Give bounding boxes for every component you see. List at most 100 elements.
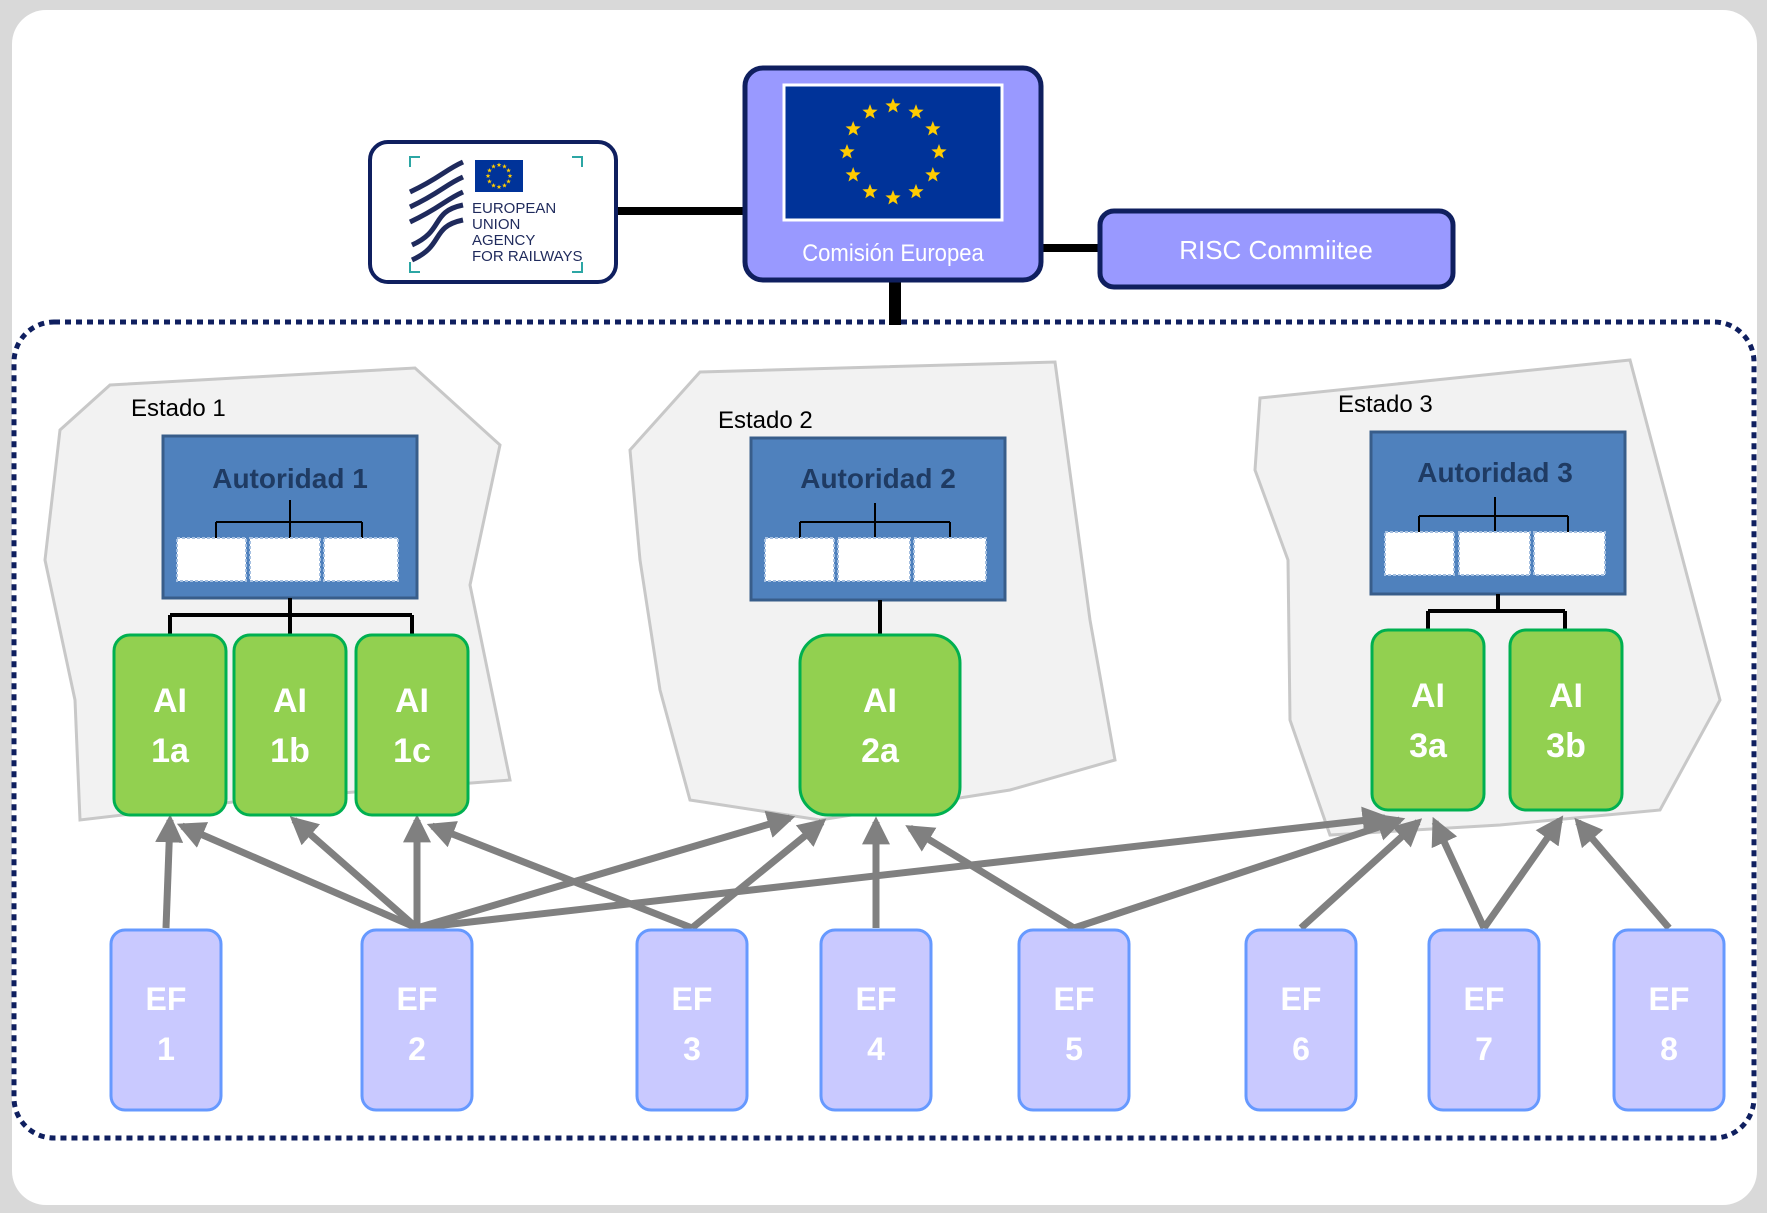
- ef-6: EF 6: [1244, 928, 1358, 1112]
- eu-star-icon: [845, 121, 861, 136]
- authority-1-label: Autoridad 1: [212, 463, 368, 494]
- ai-1c: AI 1c: [354, 633, 470, 817]
- ai-1a-line-1: AI: [153, 682, 187, 720]
- ef-8-line-1: EF: [1649, 981, 1690, 1017]
- eu-flag-stars: [839, 98, 947, 205]
- ef-6-line-1: EF: [1281, 981, 1322, 1017]
- eu-star-icon: [496, 162, 502, 168]
- eu-star-icon: [496, 184, 502, 190]
- eu-star-icon: [925, 121, 941, 136]
- ai-2a: AI 2a: [798, 633, 962, 817]
- ef-4-line-2: 4: [867, 1031, 885, 1067]
- arrow-ef7-to-ai3b: [1481, 815, 1564, 931]
- arrow-ef7-to-ai3a: [1431, 816, 1488, 930]
- eu-star-icon: [862, 104, 878, 119]
- arrow-ef8-to-ai3b: [1574, 817, 1672, 931]
- arrows: [155, 806, 1672, 932]
- era-text-line-1: EUROPEAN: [472, 200, 556, 217]
- ai-2a-line-2: 2a: [861, 732, 900, 770]
- eu-star-icon: [507, 173, 513, 179]
- risc-committee-node: RISC Commiitee: [1097, 208, 1456, 290]
- ef-3-line-2: 3: [683, 1031, 701, 1067]
- authority-3-label: Autoridad 3: [1417, 457, 1573, 488]
- eu-star-icon: [491, 183, 496, 188]
- ef-4: EF 4: [819, 928, 933, 1112]
- arrow-ef6-to-ai3a: [1298, 818, 1423, 931]
- ai-1b-line-1: AI: [273, 682, 307, 720]
- arrow-ef1-to-ai1a: [155, 814, 184, 929]
- ai-3a-line-2: 3a: [1409, 727, 1448, 765]
- ef-7-line-2: 7: [1475, 1031, 1493, 1067]
- ai-1a: AI 1a: [112, 633, 228, 817]
- ai-2a-line-1: AI: [863, 682, 897, 720]
- member-states-boundary: [11, 319, 1757, 1141]
- authority-2-label: Autoridad 2: [800, 463, 956, 494]
- era-flag-stars: [485, 162, 513, 190]
- ai-1b-line-2: 1b: [270, 732, 310, 770]
- state-2-label: Estado 2: [718, 407, 813, 434]
- eu-star-icon: [487, 168, 492, 173]
- eu-star-icon: [485, 173, 491, 179]
- ai-3a: AI 3a: [1370, 628, 1486, 812]
- ef-2: EF 2: [360, 928, 474, 1112]
- era-text-line-3: AGENCY: [472, 232, 535, 249]
- eu-star-icon: [862, 183, 878, 199]
- commission-label: Comisión Europea: [802, 239, 984, 266]
- authority-2: Autoridad 2: [749, 436, 1007, 602]
- eu-star-icon: [908, 104, 924, 119]
- top-connectors: [615, 207, 1100, 325]
- arrow-ef2-to-ai3a: [416, 806, 1391, 932]
- ef-5-line-2: 5: [1065, 1031, 1083, 1067]
- eu-star-icon: [491, 163, 496, 169]
- eu-star-icon: [925, 167, 941, 182]
- ef-6-line-2: 6: [1292, 1031, 1310, 1067]
- eu-star-icon: [885, 190, 901, 205]
- eu-star-icon: [908, 183, 924, 199]
- arrow-ef3-to-ai2a: [689, 818, 827, 931]
- ef-7-line-1: EF: [1464, 981, 1505, 1017]
- ef-3: EF 3: [635, 928, 749, 1112]
- ef-3-line-1: EF: [672, 981, 713, 1017]
- eu-agency-logo-box: EUROPEAN UNION AGENCY FOR RAILWAYS: [368, 140, 618, 284]
- ai-3b-line-1: AI: [1549, 677, 1583, 715]
- ef-7: EF 7: [1427, 928, 1541, 1112]
- state-1-label: Estado 1: [131, 395, 226, 422]
- eu-star-icon: [487, 179, 492, 184]
- ai-3a-line-1: AI: [1411, 677, 1445, 715]
- authority-3-org-chart: [1418, 497, 1569, 535]
- eu-star-icon: [502, 183, 507, 188]
- ef-4-line-1: EF: [856, 981, 897, 1017]
- state-3-label: Estado 3: [1338, 391, 1433, 418]
- eu-star-icon: [502, 163, 507, 169]
- eu-star-icon: [931, 144, 947, 159]
- ai-1a-line-2: 1a: [151, 732, 190, 770]
- authority-1: Autoridad 1: [161, 434, 419, 600]
- era-logo-frame: [409, 156, 583, 273]
- eu-star-icon: [885, 98, 901, 113]
- arrow-ef2-to-ai2a: [416, 810, 796, 932]
- era-text-line-2: UNION: [472, 216, 520, 233]
- authority-3: Autoridad 3: [1369, 430, 1627, 596]
- eu-star-icon: [839, 144, 855, 159]
- ai-1c-line-1: AI: [395, 682, 429, 720]
- eu-star-icon: [845, 167, 861, 182]
- ai-1b: AI 1b: [232, 633, 348, 817]
- ef-2-line-2: 2: [408, 1031, 426, 1067]
- authority-ai-connectors: [168, 594, 1567, 635]
- era-stripes-icon: [408, 159, 465, 263]
- ai-3b-line-2: 3b: [1546, 727, 1586, 765]
- risc-committee-label: RISC Commiitee: [1179, 235, 1373, 265]
- ai-3b: AI 3b: [1508, 628, 1624, 812]
- ef-1: EF 1: [109, 928, 223, 1112]
- ef-2-line-1: EF: [397, 981, 438, 1017]
- ef-1-line-1: EF: [146, 981, 187, 1017]
- era-text-line-4: FOR RAILWAYS: [472, 248, 583, 265]
- ef-5: EF 5: [1017, 928, 1131, 1112]
- arrow-ef2-to-ai1b: [289, 816, 420, 931]
- ef-8: EF 8: [1612, 928, 1726, 1112]
- ai-1c-line-2: 1c: [393, 732, 431, 770]
- arrow-ef5-to-ai2a: [905, 825, 1076, 931]
- eu-star-icon: [506, 179, 511, 184]
